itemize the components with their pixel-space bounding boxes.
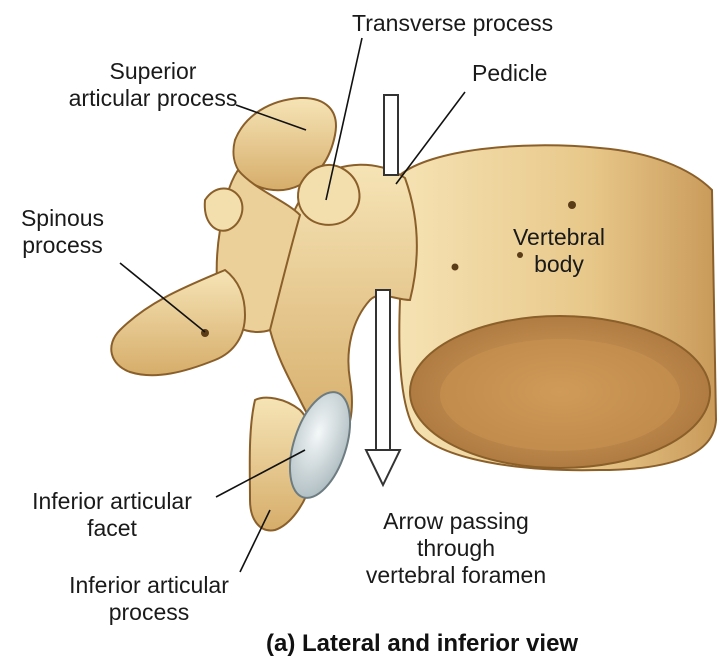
label-body-line1: Vertebral (494, 224, 624, 251)
spinous-process-shape (111, 270, 245, 375)
label-inferior-articular-process: Inferior articular process (40, 572, 258, 626)
transverse-process-shape (298, 165, 359, 225)
label-arrow-line1: Arrow passing (336, 508, 576, 535)
label-spinous-process: Spinous process (5, 205, 120, 259)
label-pedicle: Pedicle (472, 60, 547, 87)
label-iap-line2: process (40, 599, 258, 626)
label-superior-line1: Superior (68, 58, 238, 85)
label-arrow-vertebral-foramen: Arrow passing through vertebral foramen (336, 508, 576, 589)
label-body-line2: body (494, 251, 624, 278)
label-vertebral-body: Vertebral body (494, 224, 624, 278)
label-spinous-line1: Spinous (5, 205, 120, 232)
label-superior-line2: articular process (68, 85, 238, 112)
label-iap-line1: Inferior articular (40, 572, 258, 599)
label-arrow-line3: vertebral foramen (336, 562, 576, 589)
label-inferior-articular-facet: Inferior articular facet (8, 488, 216, 542)
label-facet-line1: Inferior articular (8, 488, 216, 515)
label-arrow-line2: through (336, 535, 576, 562)
label-spinous-line2: process (5, 232, 120, 259)
label-superior-articular-process: Superior articular process (68, 58, 238, 112)
label-transverse-process: Transverse process (352, 10, 553, 37)
label-facet-line2: facet (8, 515, 216, 542)
figure-caption: (a) Lateral and inferior view (266, 630, 578, 658)
